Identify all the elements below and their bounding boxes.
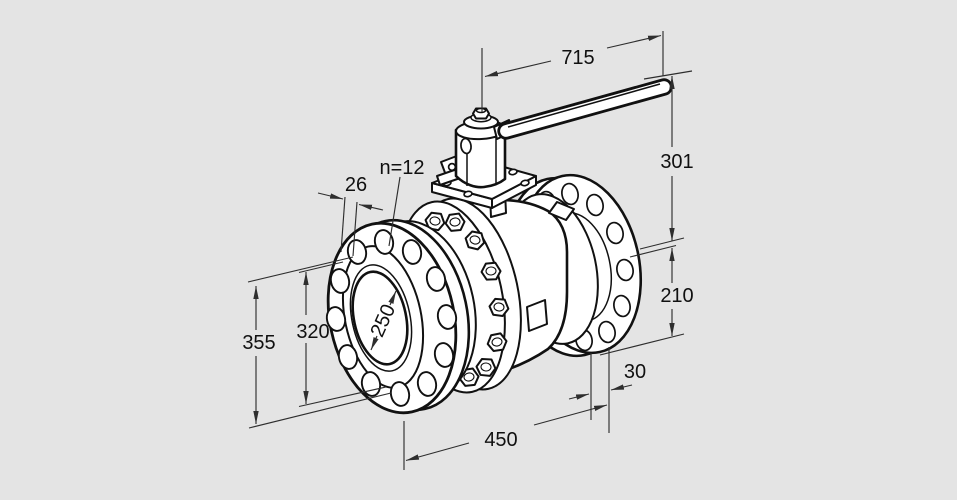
dim-bolt-count: n=12: [379, 157, 425, 247]
dim-label-height-below-center: 210: [660, 285, 693, 307]
dim-height-above-center: 301: [639, 76, 694, 250]
front-flange-bolt-holes: [325, 229, 458, 407]
front-flange: [325, 218, 471, 415]
dim-label-flange-od: 355: [242, 332, 275, 354]
handle-highlight: [507, 83, 661, 128]
dim-face-to-face: 450: [403, 404, 608, 470]
dim-label-height-above-center: 301: [660, 151, 693, 173]
handle-lever: [497, 78, 673, 140]
dim-label-front-flange-thickness: 26: [345, 174, 367, 196]
dim-rear-flange-thickness: 30: [568, 347, 646, 433]
dim-label-handle-length: 715: [561, 47, 594, 69]
dim-label-face-to-face: 450: [484, 429, 517, 451]
stem-tip: [475, 107, 487, 114]
dim-flange-od: 355: [242, 256, 392, 429]
dim-label-rear-flange-thickness: 30: [624, 361, 646, 383]
valve-figure: [325, 78, 673, 415]
rear-hub-tab: [548, 201, 575, 221]
handle: [497, 78, 673, 140]
dim-label-bolt-count: n=12: [379, 157, 424, 179]
dim-height-below-center: 210: [599, 244, 694, 356]
dim-front-flange-thickness: 26: [317, 174, 384, 257]
stop-bolt-1: [447, 162, 457, 172]
nameplate-pad: [526, 299, 548, 332]
stem-assembly: [431, 107, 537, 218]
dim-bolt-circle: 320: [296, 261, 387, 408]
dim-label-bolt-circle: 320: [296, 321, 329, 343]
dim-handle-length: 715: [481, 31, 693, 112]
